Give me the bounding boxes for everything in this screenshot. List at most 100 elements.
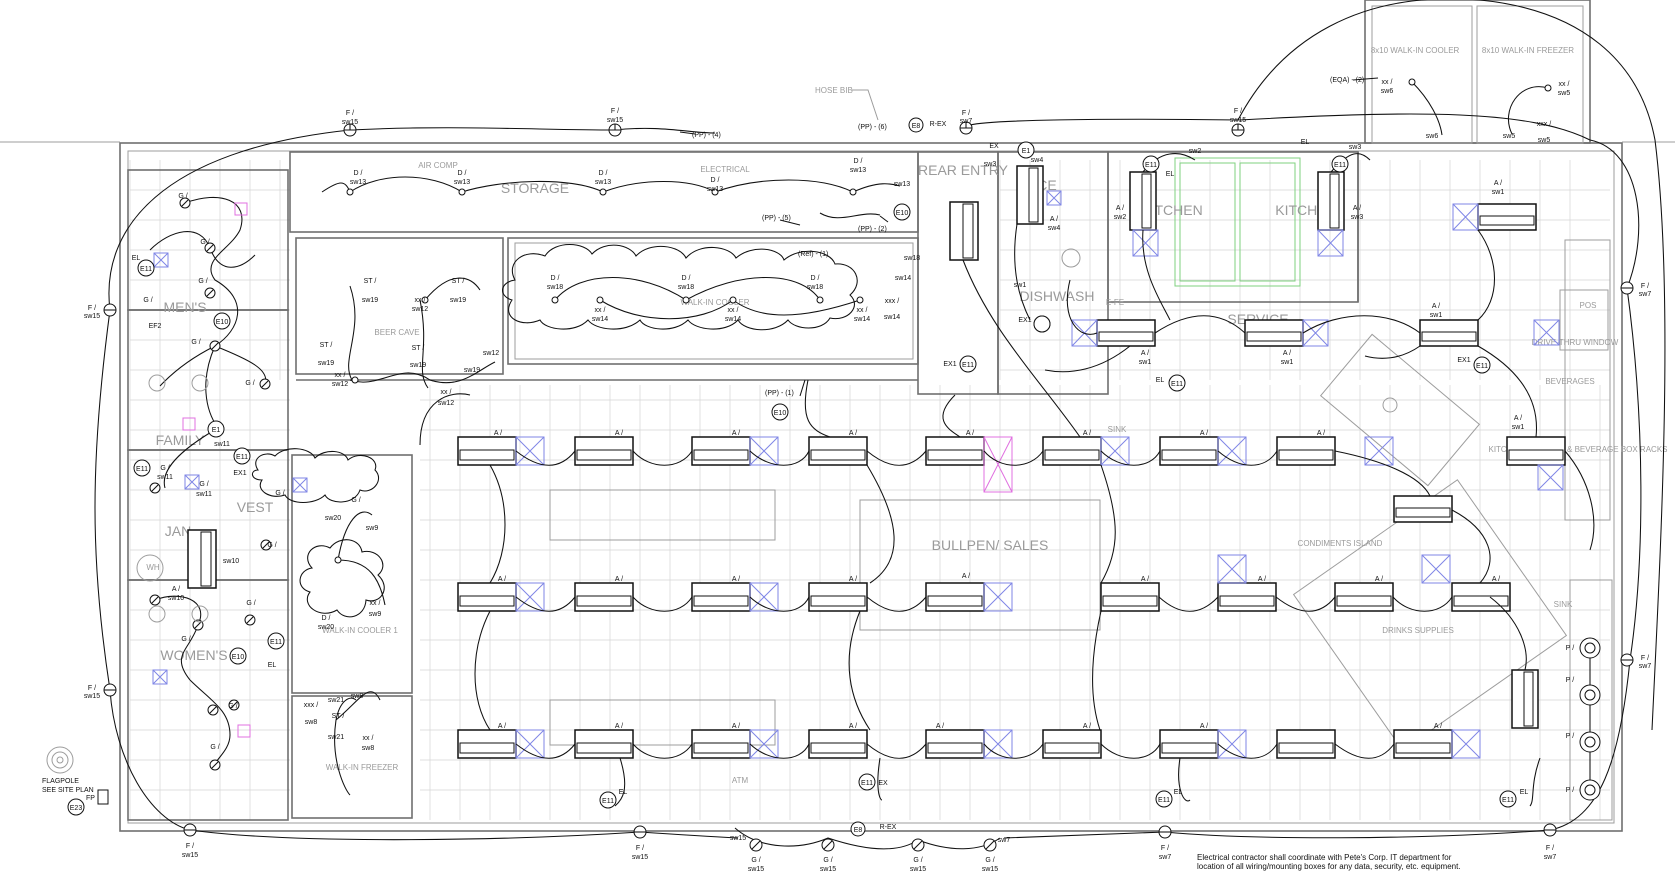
label-g: G / (178, 193, 187, 200)
svg-text:A /: A / (1283, 350, 1291, 357)
light-fixture-a: A / (1100, 576, 1160, 612)
svg-text:sw7: sw7 (1544, 854, 1557, 861)
svg-text:E11: E11 (1334, 162, 1346, 169)
light-fixture-a: A / (457, 576, 517, 612)
wall-pack-f (1543, 823, 1557, 837)
svg-text:sw15: sw15 (342, 119, 358, 126)
svg-text:sw20: sw20 (318, 624, 334, 631)
room-walk-in-cooler-8x10: 8x10 WALK-IN COOLER (1371, 46, 1460, 55)
svg-text:sw14: sw14 (884, 314, 900, 321)
svg-text:ST /: ST / (452, 278, 465, 285)
svg-text:F /: F / (636, 845, 644, 852)
label-g: G / (228, 703, 237, 710)
room-wh: WH (146, 563, 160, 572)
ceiling-grid (129, 160, 1610, 820)
room-pos: POS (1580, 301, 1597, 310)
tag-el: EL (1156, 377, 1165, 384)
svg-text:A /: A / (849, 430, 857, 437)
label-sw1: sw1 (1014, 282, 1027, 289)
svg-text:G /: G / (823, 857, 832, 864)
tag-el: EL (268, 662, 277, 669)
label-st-sw19: ST /sw19 (318, 342, 334, 367)
svg-text:F /: F / (1161, 845, 1169, 852)
svg-text:sw15: sw15 (182, 852, 198, 859)
tag-rex: R-EX (880, 824, 897, 831)
light-g (192, 619, 204, 631)
label-f-sw7: F /sw7 (1544, 845, 1557, 861)
label-xxx-sw8: xxx /sw8 (304, 702, 318, 726)
svg-text:sw15: sw15 (1230, 117, 1246, 124)
label-g-sw15: G /sw15 (748, 857, 764, 873)
circuit-eqa2: (EQA) - (2) (1330, 77, 1364, 84)
svg-text:sw15: sw15 (730, 835, 746, 842)
svg-text:ST /: ST / (364, 278, 377, 285)
device-tags: E8 R-EX E8 R-EX E10 E10 E10 E10 E11 E11 … (67, 117, 1529, 837)
light-g (204, 287, 216, 299)
svg-text:A /: A / (732, 723, 740, 730)
svg-text:xx /: xx / (363, 735, 374, 742)
room-drive-thru: DRIVE-THRU WINDOW (1532, 338, 1619, 347)
label-g: G / (267, 542, 276, 549)
svg-text:E10: E10 (774, 410, 787, 417)
wall-pack-f (103, 303, 117, 317)
svg-text:sw14: sw14 (725, 316, 741, 323)
wall-pack-f (633, 825, 647, 839)
light-fixture-a: A / (925, 573, 985, 612)
light-g (259, 378, 271, 390)
light-fixture-a (1393, 495, 1453, 523)
light-fixture-a (1276, 729, 1336, 759)
svg-text:E8: E8 (854, 827, 863, 834)
light-fixture-a: A / (574, 723, 634, 759)
tag-e8: E8 (850, 821, 866, 837)
room-walk-in-freezer: WALK-IN FREEZER (326, 763, 399, 772)
light-fixture-a-vertical (1511, 669, 1539, 729)
svg-text:sw15: sw15 (982, 866, 998, 873)
svg-text:A /: A / (498, 576, 506, 583)
svg-text:sw18: sw18 (547, 284, 563, 291)
label-sw18: sw18 (904, 255, 920, 262)
label-f-sw15: F /sw15 (182, 843, 198, 859)
svg-text:F /: F / (88, 305, 96, 312)
svg-text:ST /: ST / (332, 713, 345, 720)
svg-text:A /: A / (615, 576, 623, 583)
room-storage: STORAGE (501, 180, 569, 196)
tag-el: EL (1520, 789, 1529, 796)
svg-text:sw13: sw13 (707, 186, 723, 193)
tag-e11: E11 (133, 459, 151, 477)
svg-text:sw7: sw7 (998, 837, 1011, 844)
label-f-sw15: F /sw15 (84, 685, 100, 700)
light-fixture-a: A / (574, 576, 634, 612)
light-fixture-a: A / (808, 723, 868, 759)
room-beer-cave: BEER CAVE (374, 328, 419, 337)
label-g-sw15: G /sw15 (910, 857, 926, 873)
room-e-fe: E-FE (1106, 298, 1124, 307)
tag-e11: E11 (1142, 155, 1160, 173)
tag-e11 (1033, 315, 1051, 333)
svg-text:ST /: ST / (412, 345, 425, 352)
svg-text:A /: A / (494, 430, 502, 437)
light-fixture-a: A / (925, 723, 985, 759)
light-p (1579, 637, 1601, 659)
tag-e11: E11 (267, 632, 285, 650)
label-sw5: sw5 (1503, 133, 1516, 140)
svg-text:sw11: sw11 (157, 474, 173, 481)
svg-text:A /: A / (498, 723, 506, 730)
svg-text:sw15: sw15 (820, 866, 836, 873)
circuit-ref1: (Ref) - (1) (798, 251, 828, 258)
light-fixture-a-vertical (187, 529, 217, 589)
svg-text:sw1: sw1 (1512, 424, 1525, 431)
note-hose-bib: HOSE BIB (815, 86, 853, 95)
circuit-pp1: (PP) - (1) (765, 390, 794, 397)
svg-text:D /: D / (811, 275, 820, 282)
svg-text:sw19: sw19 (450, 297, 466, 304)
light-fixture-a: A / (1276, 430, 1336, 466)
svg-text:E11: E11 (236, 454, 248, 461)
svg-text:E10: E10 (232, 654, 245, 661)
light-fixture-a: A / (691, 430, 751, 466)
svg-text:A /: A / (1083, 723, 1091, 730)
canopy-light-g (911, 838, 925, 852)
svg-text:xx /: xx / (441, 389, 452, 396)
tag-el: EL (1301, 139, 1310, 146)
svg-text:sw19: sw19 (410, 362, 426, 369)
tag-e10: E10 (229, 647, 247, 665)
